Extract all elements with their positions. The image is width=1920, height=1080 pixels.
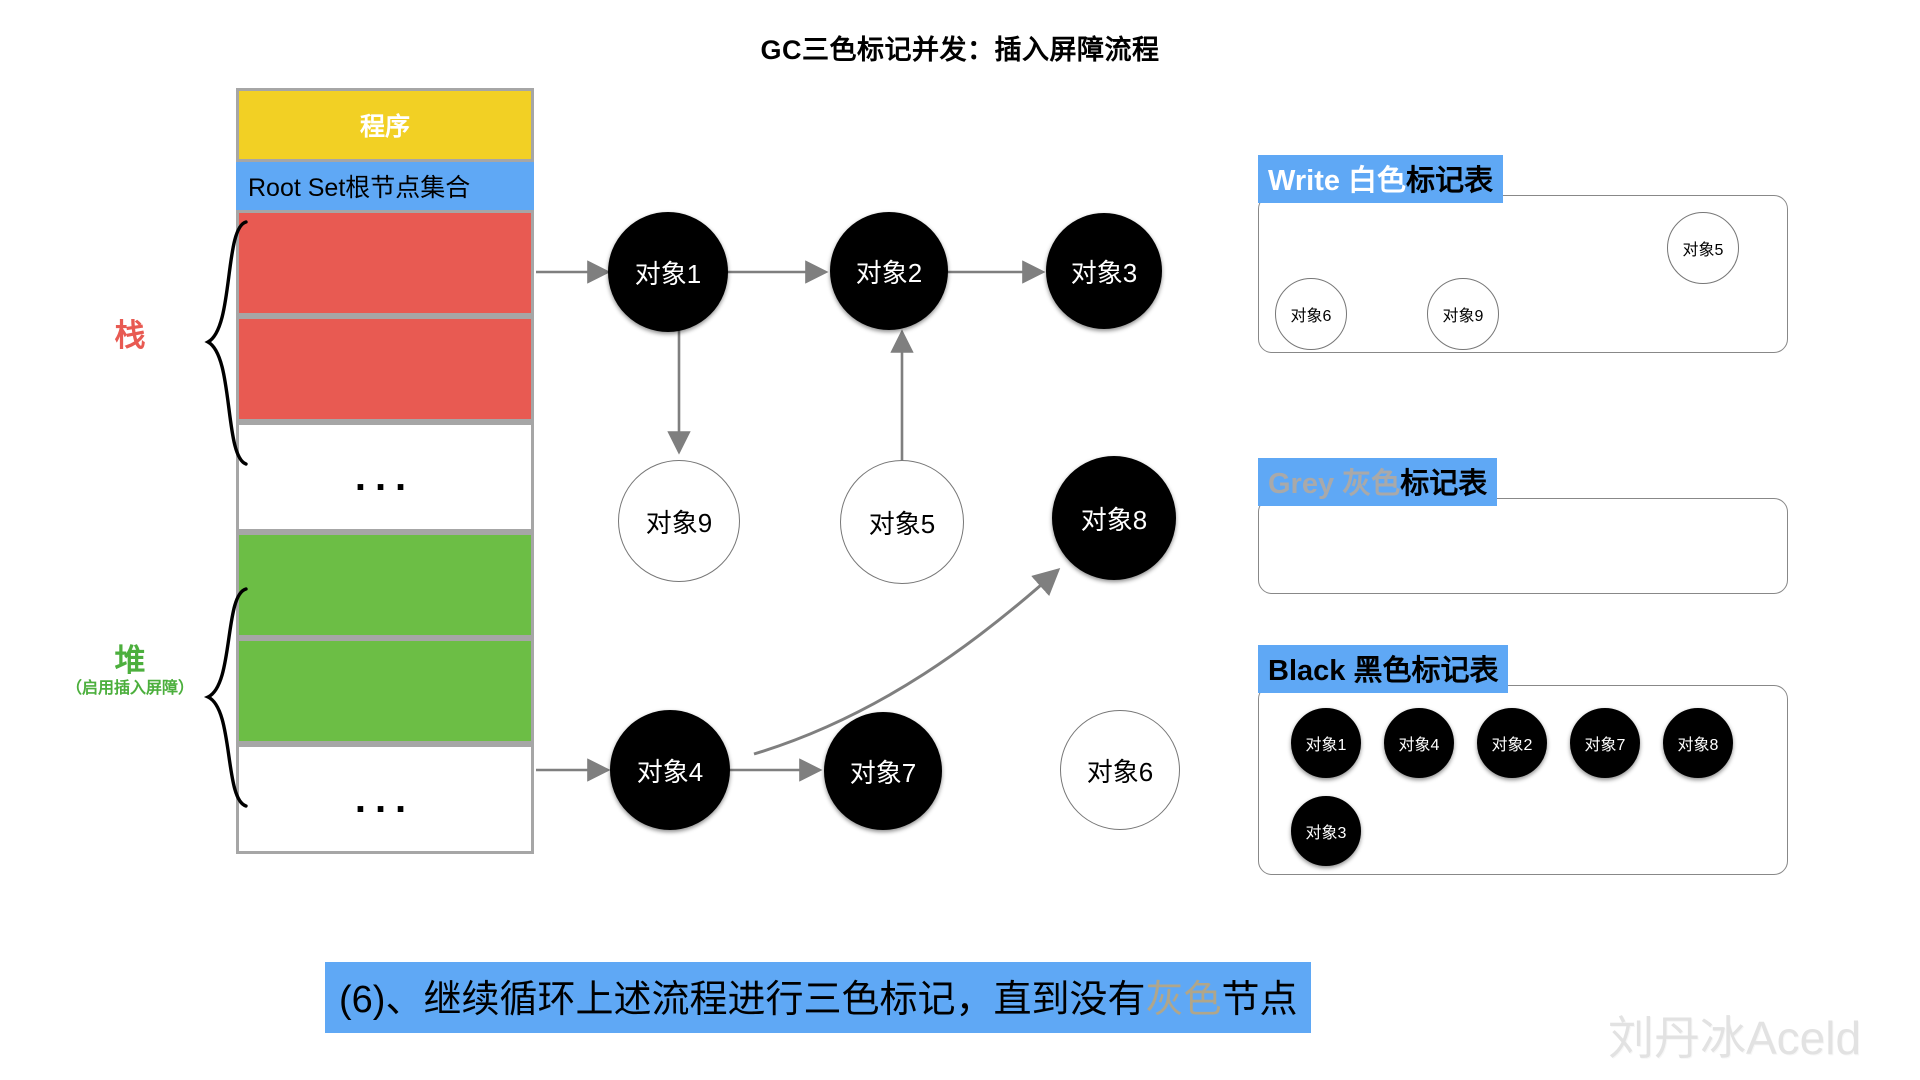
- edge-obj4-obj8: [753, 567, 1061, 756]
- root-set-label: Root Set根节点集合: [248, 174, 471, 202]
- stack-gap-ellipsis: ...: [354, 455, 416, 499]
- mark-chip-label: 对象7: [1584, 737, 1626, 754]
- graph-node-label: 对象7: [849, 757, 917, 788]
- graph-node-label: 对象9: [645, 507, 713, 538]
- mark-table-grey: Grey 灰色标记表: [1258, 458, 1788, 594]
- graph-node-obj4[interactable]: 对象4: [610, 710, 730, 830]
- mark-chip-obj4[interactable]: 对象4: [1384, 708, 1454, 778]
- mark-table-black-title: Black 黑色标记表: [1258, 645, 1509, 693]
- graph-node-label: 对象6: [1086, 756, 1154, 787]
- graph-node-label: 对象1: [634, 258, 702, 289]
- mark-table-white-box: 对象5 对象6 对象9: [1258, 195, 1788, 353]
- mark-chip-label: 对象1: [1305, 737, 1347, 754]
- heap-gap-ellipsis: ...: [354, 777, 416, 821]
- mark-chip-obj2[interactable]: 对象2: [1477, 708, 1547, 778]
- mark-chip-obj5[interactable]: 对象5: [1667, 212, 1739, 284]
- mark-table-title-tail: 标记表: [1406, 165, 1494, 197]
- graph-node-label: 对象5: [868, 508, 936, 539]
- memory-cell-heap-gap: ...: [236, 744, 534, 854]
- graph-node-label: 对象8: [1080, 504, 1148, 535]
- mark-chip-obj6[interactable]: 对象6: [1275, 278, 1347, 350]
- mark-table-white: Write 白色标记表 对象5 对象6 对象9: [1258, 155, 1788, 353]
- mark-table-title-en: Write: [1268, 165, 1340, 197]
- graph-node-obj8[interactable]: 对象8: [1052, 456, 1176, 580]
- mark-table-title-en: Black: [1268, 655, 1346, 687]
- stack-label: 栈: [60, 318, 200, 353]
- mark-table-title-cn: 白色: [1348, 165, 1407, 197]
- graph-node-obj7[interactable]: 对象7: [824, 712, 942, 830]
- memory-cell-stack-gap: ...: [236, 422, 534, 532]
- mark-table-title-cn: 灰色: [1342, 468, 1401, 500]
- mark-chip-obj8[interactable]: 对象8: [1663, 708, 1733, 778]
- mark-chip-obj7[interactable]: 对象7: [1570, 708, 1640, 778]
- page-title: GC三色标记并发：插入屏障流程: [760, 35, 1160, 65]
- mark-chip-label: 对象9: [1442, 308, 1484, 325]
- mark-table-title-en: Grey: [1268, 468, 1335, 500]
- mark-chip-obj3[interactable]: 对象3: [1291, 796, 1361, 866]
- graph-node-obj1[interactable]: 对象1: [608, 212, 728, 332]
- mark-table-grey-title: Grey 灰色标记表: [1258, 458, 1498, 506]
- program-label: 程序: [359, 113, 410, 141]
- graph-node-obj5[interactable]: 对象5: [840, 460, 964, 584]
- mark-table-black-box: 对象1 对象4 对象2 对象7 对象8 对象3: [1258, 685, 1788, 875]
- graph-node-obj3[interactable]: 对象3: [1046, 213, 1162, 329]
- mark-chip-label: 对象4: [1398, 737, 1440, 754]
- mark-table-grey-box: [1258, 498, 1788, 594]
- memory-cell-program: 程序: [236, 88, 534, 162]
- heap-label: 堆 （启用插入屏障）: [30, 643, 230, 700]
- mark-chip-label: 对象2: [1491, 737, 1533, 754]
- mark-table-title-tail: 标记表: [1411, 655, 1499, 687]
- graph-node-obj6[interactable]: 对象6: [1060, 710, 1180, 830]
- step-caption: (6)、继续循环上述流程进行三色标记，直到没有灰色节点: [325, 962, 1312, 1033]
- memory-cell-stack-slot-2: [236, 316, 534, 422]
- mark-table-title-cn: 黑色: [1353, 655, 1412, 687]
- mark-table-title-tail: 标记表: [1400, 468, 1488, 500]
- mark-chip-label: 对象6: [1290, 308, 1332, 325]
- mark-chip-label: 对象8: [1677, 737, 1719, 754]
- caption-highlight: 灰色: [1145, 979, 1222, 1021]
- watermark: 刘丹冰Aceld: [1608, 1012, 1862, 1064]
- mark-chip-label: 对象5: [1682, 242, 1724, 259]
- mark-table-white-title: Write 白色标记表: [1258, 155, 1504, 203]
- heap-label-text: 堆: [114, 643, 146, 678]
- mark-chip-obj1[interactable]: 对象1: [1291, 708, 1361, 778]
- memory-cell-heap-slot-1: [236, 532, 534, 638]
- mark-chip-label: 对象3: [1305, 825, 1347, 842]
- memory-cell-root-set: Root Set根节点集合: [236, 162, 534, 210]
- caption-prefix: (6)、继续循环上述流程进行三色标记，直到没有: [339, 979, 1146, 1021]
- mark-table-black: Black 黑色标记表 对象1 对象4 对象2 对象7 对象8 对象3: [1258, 645, 1788, 875]
- heap-label-sub: （启用插入屏障）: [65, 679, 194, 697]
- caption-suffix: 节点: [1221, 979, 1298, 1021]
- memory-cell-heap-slot-2: [236, 638, 534, 744]
- graph-node-obj9[interactable]: 对象9: [618, 460, 740, 582]
- graph-node-obj2[interactable]: 对象2: [830, 212, 948, 330]
- stack-label-text: 栈: [114, 318, 146, 353]
- graph-node-label: 对象3: [1070, 257, 1138, 288]
- memory-cell-stack-slot-1: [236, 210, 534, 316]
- graph-node-label: 对象4: [636, 756, 704, 787]
- graph-node-label: 对象2: [855, 257, 923, 288]
- mark-chip-obj9[interactable]: 对象9: [1427, 278, 1499, 350]
- memory-column: 程序 Root Set根节点集合 ... ...: [236, 88, 534, 854]
